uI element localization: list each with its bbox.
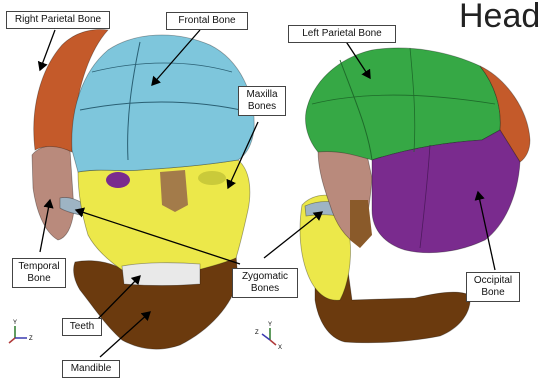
front-orbit-left — [106, 172, 130, 188]
front-orbit-right — [198, 171, 226, 185]
figure-title: Head — [459, 0, 540, 34]
label-occipital-bone: Occipital Bone — [466, 272, 520, 302]
label-left-parietal-bone: Left Parietal Bone — [288, 25, 396, 43]
label-temporal-bone: Temporal Bone — [12, 258, 66, 288]
front-frontal — [72, 35, 254, 172]
label-zygomatic-bones: Zygomatic Bones — [232, 268, 298, 298]
front-axis-y: Y — [13, 320, 17, 326]
label-right-parietal-bone: Right Parietal Bone — [6, 11, 110, 29]
front-skull: Y Z — [9, 30, 254, 350]
front-nasal-cavity — [160, 170, 188, 212]
label-teeth: Teeth — [62, 318, 102, 336]
back-axis-z: Z — [255, 330, 259, 336]
back-axis-x: X — [278, 345, 282, 351]
back-mastoid — [350, 200, 372, 248]
back-axis-y: Y — [268, 322, 272, 328]
label-mandible: Mandible — [62, 360, 120, 378]
front-temporal — [32, 145, 74, 240]
back-skull: Y Z X — [255, 48, 530, 351]
back-axis-triad: Y Z X — [255, 322, 282, 351]
front-axis-z: Z — [29, 336, 33, 342]
label-frontal-bone: Frontal Bone — [166, 12, 248, 30]
front-axis-triad: Y Z — [9, 320, 33, 343]
label-maxilla-bones: Maxilla Bones — [238, 86, 286, 116]
